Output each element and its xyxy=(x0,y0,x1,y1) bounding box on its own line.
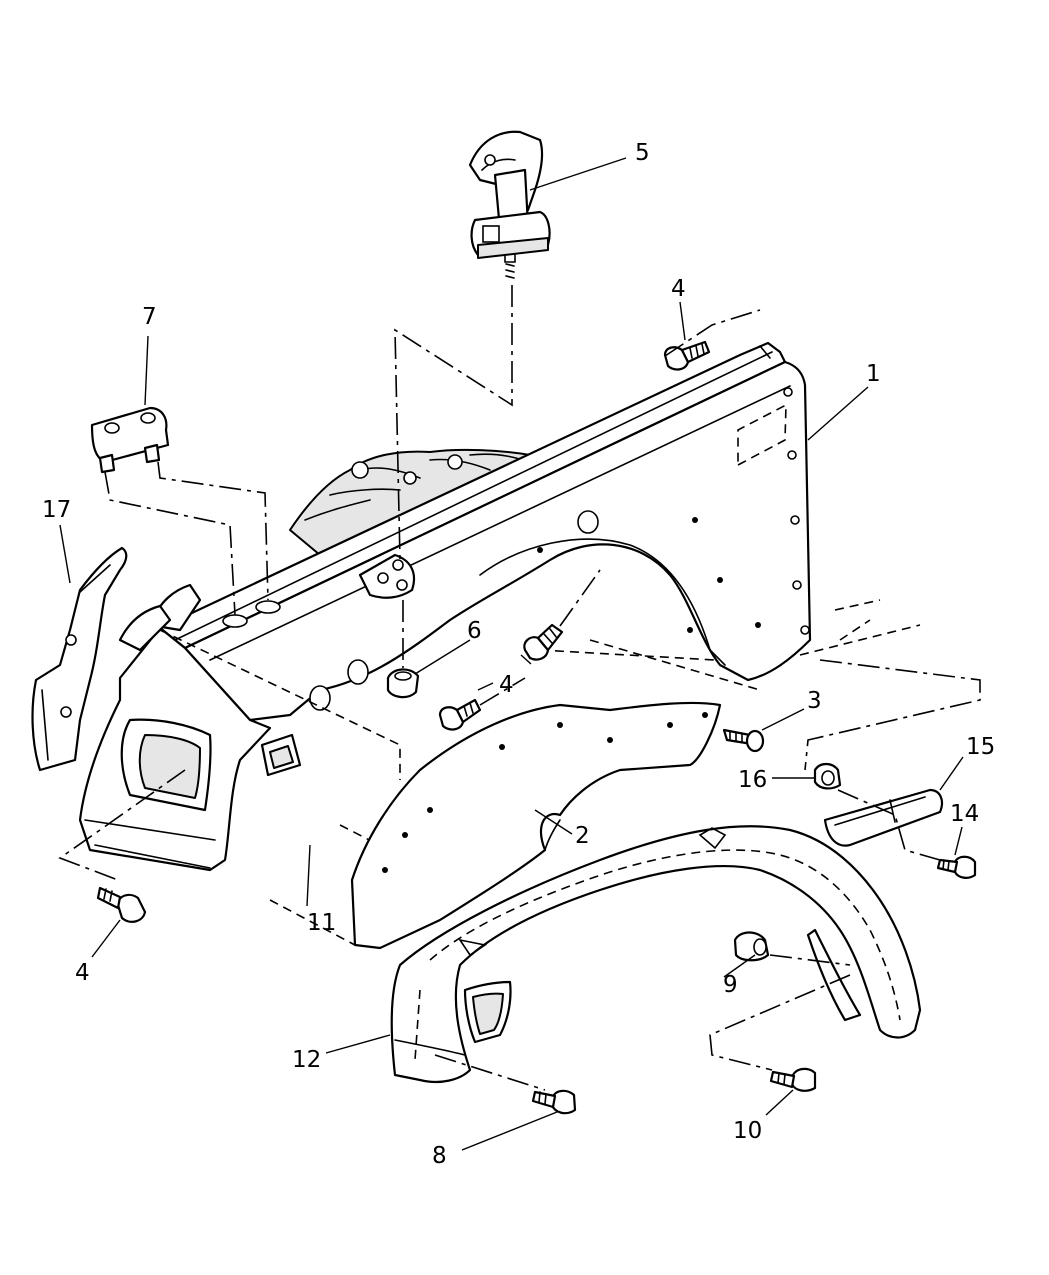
push-pin-part xyxy=(722,728,765,753)
nut-part xyxy=(386,668,420,699)
callout-4-top: 4 xyxy=(671,276,686,302)
mount-plate xyxy=(358,553,416,599)
callout-2: 2 xyxy=(575,823,590,849)
fastener-parts xyxy=(96,340,977,1115)
callout-17: 17 xyxy=(42,497,71,523)
clip-part xyxy=(813,762,842,790)
callout-1: 1 xyxy=(866,361,881,387)
callout-3: 3 xyxy=(807,688,822,714)
flare-extension-part xyxy=(823,788,944,847)
callout-4-middle: 4 xyxy=(499,672,514,698)
flare-clip-part xyxy=(733,931,770,962)
callout-7: 7 xyxy=(142,304,157,330)
callout-9: 9 xyxy=(723,972,738,998)
bolt-top xyxy=(663,340,711,371)
screw-part xyxy=(936,855,977,879)
bolt-lower xyxy=(96,886,147,923)
flare-bolt-left xyxy=(531,1089,577,1115)
callout-6: 6 xyxy=(467,618,482,644)
callout-14: 14 xyxy=(950,801,979,827)
callout-8: 8 xyxy=(432,1143,447,1169)
callout-15: 15 xyxy=(966,734,995,760)
callout-10: 10 xyxy=(733,1118,762,1144)
fender-clip xyxy=(260,733,302,777)
callout-12: 12 xyxy=(292,1047,321,1073)
callout-11: 11 xyxy=(307,910,336,936)
callout-5: 5 xyxy=(635,140,650,166)
fender-flare-part xyxy=(390,825,922,1084)
bracket-part xyxy=(31,546,128,772)
callout-labels: 1 2 3 4 4 4 5 6 7 8 9 10 11 12 14 15 16 … xyxy=(42,140,995,1169)
splash-shield-part xyxy=(350,701,722,950)
bolt-middle xyxy=(438,698,482,731)
callout-4-bottom: 4 xyxy=(75,960,90,986)
callout-16: 16 xyxy=(738,767,767,793)
assembly-lines xyxy=(58,285,981,1091)
fender-liner-outline xyxy=(159,599,921,946)
bolt-center xyxy=(523,623,564,661)
hood-catch-part xyxy=(468,130,551,279)
flare-bolt-right xyxy=(769,1067,817,1092)
fender-panel xyxy=(78,341,812,872)
bumper-stop-part xyxy=(90,406,170,474)
leader-lines xyxy=(59,157,964,1151)
